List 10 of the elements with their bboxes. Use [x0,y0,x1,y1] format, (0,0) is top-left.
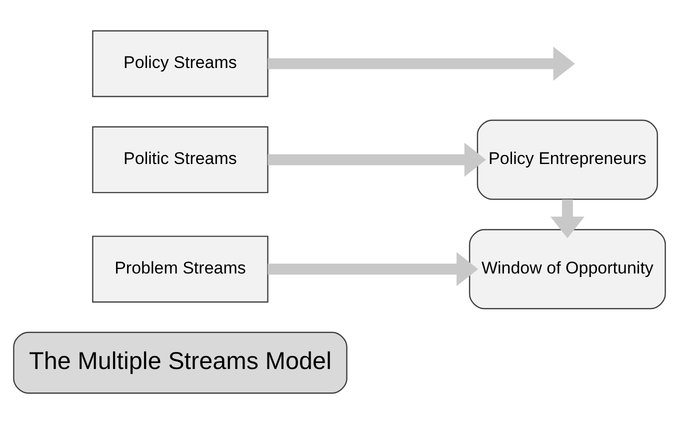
node-box: Policy Entrepreneurs [476,119,658,200]
arrow [268,252,478,286]
node-box: The Multiple Streams Model [13,331,348,394]
arrow [550,198,584,238]
node-box: Window of Opportunity [468,228,666,309]
node-box: Problem Streams [92,235,268,302]
arrow [268,46,575,80]
arrow [268,142,486,176]
node-box: Policy Streams [92,30,268,97]
node-box: Politic Streams [92,126,268,193]
